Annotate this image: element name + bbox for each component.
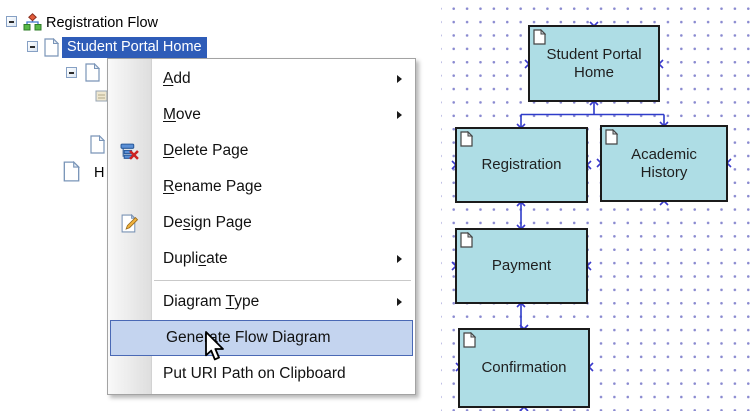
submenu-arrow-icon bbox=[397, 298, 402, 306]
menu-item-delete-page[interactable]: Delete Page bbox=[108, 133, 415, 169]
menu-item-diagram-type[interactable]: Diagram Type bbox=[108, 284, 415, 320]
node-page-icon bbox=[460, 232, 473, 248]
submenu-arrow-icon bbox=[397, 255, 402, 263]
context-menu: Add Move Delete Page Rename Page bbox=[107, 58, 416, 395]
tree-item-clipped[interactable]: H bbox=[94, 165, 105, 181]
menu-item-generate-flow-diagram[interactable]: Generate Flow Diagram bbox=[110, 320, 413, 356]
flow-node-registration[interactable]: Registration bbox=[455, 127, 588, 203]
tree-item-student-portal-home[interactable]: Student Portal Home bbox=[62, 37, 207, 58]
menu-item-add[interactable]: Add bbox=[108, 61, 415, 97]
page-icon bbox=[63, 161, 80, 182]
diagram-canvas[interactable]: Student Portal Home Registration Academi… bbox=[441, 0, 752, 411]
menu-item-move[interactable]: Move bbox=[108, 97, 415, 133]
menu-item-duplicate[interactable]: Duplicate bbox=[108, 241, 415, 277]
element-icon bbox=[95, 90, 108, 102]
node-page-icon bbox=[533, 29, 546, 45]
menu-item-rename-page[interactable]: Rename Page bbox=[163, 178, 263, 195]
submenu-arrow-icon bbox=[397, 111, 402, 119]
menu-item-put-uri-path-on-clipboard[interactable]: Put URI Path on Clipboard bbox=[163, 365, 346, 382]
flow-node-payment[interactable]: Payment bbox=[455, 228, 588, 304]
node-page-icon bbox=[463, 332, 476, 348]
collapse-expander-icon[interactable] bbox=[6, 16, 17, 27]
page-icon bbox=[90, 135, 105, 154]
design-page-icon bbox=[108, 213, 151, 233]
flow-node-confirmation[interactable]: Confirmation bbox=[458, 328, 590, 408]
menu-separator bbox=[154, 280, 411, 281]
delete-page-icon bbox=[108, 142, 151, 161]
tree-item-registration-flow[interactable]: Registration Flow bbox=[46, 15, 159, 31]
flow-node-student-portal-home[interactable]: Student Portal Home bbox=[528, 25, 660, 102]
page-icon bbox=[44, 38, 59, 57]
node-page-icon bbox=[605, 129, 618, 145]
node-page-icon bbox=[460, 131, 473, 147]
page-icon bbox=[85, 63, 100, 82]
submenu-arrow-icon bbox=[397, 75, 402, 83]
collapse-expander-icon[interactable] bbox=[27, 41, 38, 52]
menu-item-design-page[interactable]: Design Page bbox=[108, 205, 415, 241]
collapse-expander-icon[interactable] bbox=[66, 67, 77, 78]
flow-node-academic-history[interactable]: Academic History bbox=[600, 125, 728, 202]
sitemap-icon bbox=[23, 13, 42, 31]
